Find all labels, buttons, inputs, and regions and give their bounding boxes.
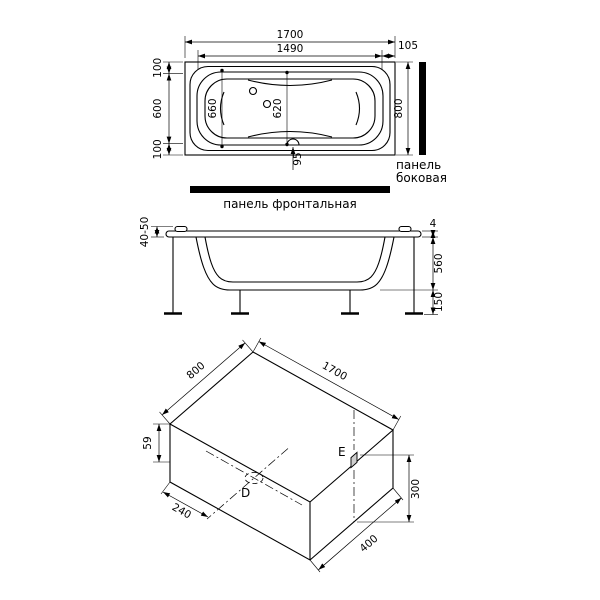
- drain-centerline-u: [205, 450, 303, 506]
- dim-text-560: 560: [433, 253, 445, 273]
- drain-notch: [286, 138, 300, 146]
- dim-text-300: 300: [410, 479, 422, 499]
- dim-text-400: 400: [358, 533, 381, 555]
- iso-top-face: [169, 351, 394, 503]
- dim-iso-side: 59: [142, 423, 170, 463]
- front-panel-label: панель фронтальная: [223, 197, 357, 211]
- rim-profile: [165, 230, 422, 238]
- dim-text-1700: 1700: [277, 29, 304, 41]
- top-basin-inner: [204, 78, 376, 139]
- drain-hole-outline: [244, 472, 264, 484]
- dim-text-660: 660: [207, 98, 219, 118]
- dim-text-600: 600: [152, 99, 164, 119]
- dim-text-800: 800: [393, 98, 405, 118]
- side-panel-label-2: боковая: [396, 171, 447, 185]
- dim-text-240: 240: [170, 501, 193, 521]
- dim-rim-range: 40-50: [139, 217, 173, 248]
- top-headrest-right: [355, 91, 361, 126]
- dim-text-105: 105: [398, 40, 418, 52]
- dim-length-total: 1700: [184, 29, 396, 58]
- dim-length-inner: 1490 105: [197, 40, 418, 70]
- dim-iso-front: 240: [160, 481, 209, 521]
- dim-iso-width: 800: [159, 339, 254, 425]
- dim-text-59: 59: [142, 436, 154, 449]
- dim-left-chain: 100 600 100: [152, 58, 183, 159]
- dim-text-1490: 1490: [277, 43, 304, 55]
- dim-text-100-top: 100: [152, 58, 164, 78]
- fitting-plate: [350, 451, 358, 469]
- front-view: 40-50 4 560 150: [139, 217, 445, 315]
- dim-iso-offset: 400: [309, 487, 404, 573]
- rim-tab-left: [174, 225, 188, 233]
- top-waist-contour-bottom: [247, 130, 333, 138]
- point-label-E: E: [338, 445, 346, 459]
- dim-text-150: 150: [433, 292, 445, 312]
- iso-side-faces: [169, 424, 394, 561]
- jet-hole-icon: [262, 99, 272, 109]
- top-basin-outer: [196, 71, 384, 146]
- dim-iso-height: 300: [357, 454, 422, 523]
- dim-text-100-bottom: 100: [152, 139, 164, 159]
- top-view: 1700 1490 105 100 600 100 66: [152, 29, 447, 211]
- rim-tab-right: [398, 225, 412, 233]
- dim-iso-length: 1700: [252, 337, 402, 431]
- side-panel-bar: [419, 62, 426, 155]
- dim-text-iso-1700: 1700: [320, 360, 349, 383]
- jet-hole-icon: [248, 86, 258, 96]
- point-label-D: D: [241, 486, 250, 500]
- dim-text-4: 4: [430, 218, 437, 230]
- dim-text-95: 95: [292, 152, 304, 165]
- top-headrest-left: [219, 91, 225, 126]
- tub-body: [195, 236, 395, 291]
- dim-inner-widths: 660 620: [207, 68, 289, 149]
- side-panel-label-1: панель: [396, 158, 441, 172]
- dim-drain-edge: 95: [290, 147, 304, 170]
- top-rim-outer: [184, 61, 396, 156]
- dim-text-40-50: 40-50: [139, 217, 151, 248]
- top-rim-inner: [189, 65, 391, 152]
- top-waist-contour-top: [247, 79, 333, 87]
- dim-legs: 150: [424, 290, 445, 315]
- drain-centerline-v: [206, 448, 289, 520]
- dim-depth: 560: [380, 237, 445, 291]
- front-panel-bar: [190, 186, 390, 193]
- dim-width-total: 800: [393, 61, 413, 156]
- tub-body-inner: [204, 236, 386, 283]
- dim-text-620: 620: [272, 98, 284, 118]
- dim-rim-lip: 4: [422, 218, 438, 238]
- iso-view: D E 800 1700 59 24: [142, 337, 422, 573]
